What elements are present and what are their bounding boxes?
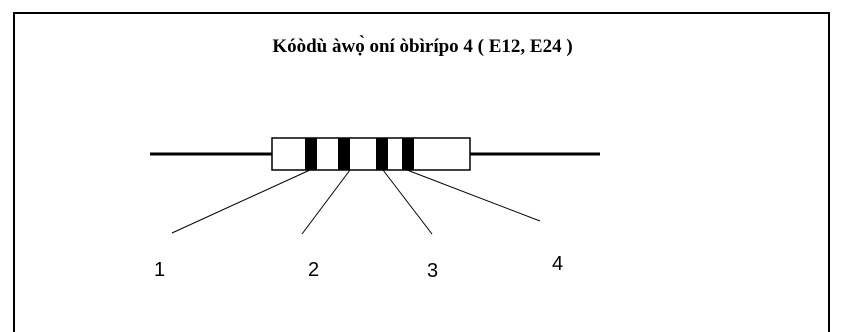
band-label-3: 3 [427,260,439,282]
diagram-title: Kóòdù àwọ̀ oní òbìrípo 4 ( E12, E24 ) [272,36,573,57]
leader-line-1 [171,169,311,234]
resistor-body [271,137,471,171]
leader-line-4 [406,169,541,222]
leader-line-2 [301,169,351,235]
color-band-1 [305,138,317,170]
band-label-4: 4 [552,253,564,275]
leader-line-3 [382,169,433,235]
color-band-2 [338,138,350,170]
band-label-2: 2 [308,259,320,281]
band-label-1: 1 [154,259,166,281]
diagram-frame [13,12,830,332]
color-band-3 [376,138,388,170]
color-band-4 [402,138,414,170]
